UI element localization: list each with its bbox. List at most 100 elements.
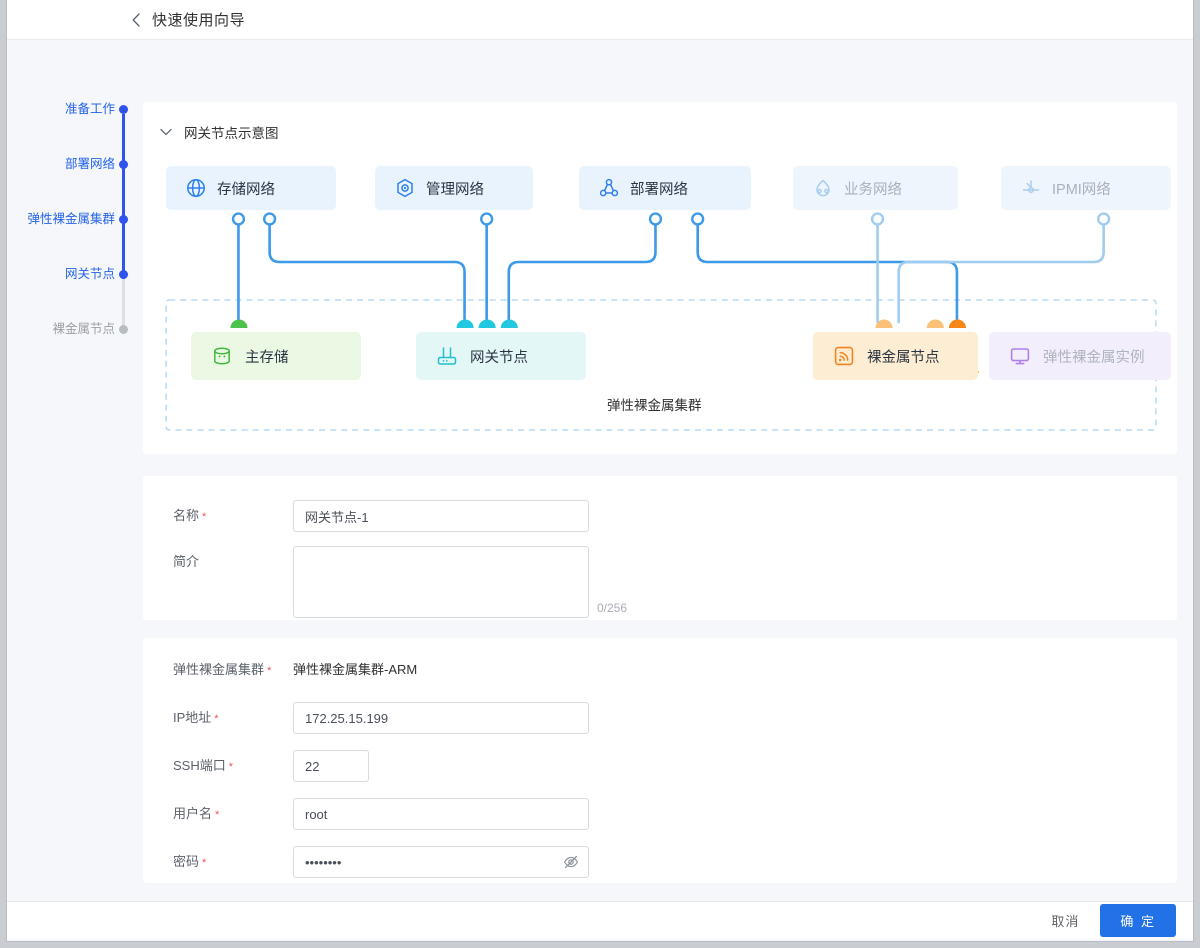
network-label: 业务网络 [844,181,902,198]
ssh-port-input[interactable] [293,750,369,782]
cluster-label: 弹性裸金属集群* [143,654,293,687]
network-label: 部署网络 [630,181,688,198]
field-row-username: 用户名* [143,798,589,831]
monitor-icon [1010,348,1030,365]
step-dot [119,105,128,114]
signal-icon [834,346,854,366]
node-card-gateway[interactable]: 网关节点 [416,332,586,380]
ipmi-icon [1022,180,1040,194]
password-wrap [293,846,589,878]
network-label: IPMI网络 [1052,181,1111,198]
field-row-password: 密码* [143,846,589,879]
node-card-primary-storage[interactable]: 主存储 [191,332,361,380]
step-connector-line [122,279,125,334]
password-label-text: 密码 [173,854,200,869]
wizard-window: 快速使用向导 准备工作 部署网络 弹性裸金属集群 网关节点 [6,0,1194,942]
username-input[interactable] [293,798,589,830]
node-label: 裸金属节点 [867,349,940,366]
page-title: 快速使用向导 [152,12,246,29]
step-label: 部署网络 [64,157,115,171]
name-label-text: 名称 [173,508,200,523]
network-label: 存储网络 [217,181,275,198]
ssh-port-label-text: SSH端口 [173,758,226,773]
topology-title: 网关节点示意图 [184,126,279,141]
network-card-storage[interactable]: 存储网络 [166,166,336,210]
node-label: 主存储 [245,349,289,366]
ip-label-text: IP地址 [173,710,212,725]
required-mark: * [267,665,272,677]
topology-collapse-header[interactable]: 网关节点示意图 [143,102,1177,142]
step-label: 裸金属节点 [52,322,115,336]
description-wrap: 0/256 [293,546,627,618]
step-label: 准备工作 [64,102,115,116]
required-mark: * [228,761,234,773]
step-connector-line [122,224,125,279]
field-row-ssh-port: SSH端口* [143,750,369,783]
step-dot [119,160,128,169]
required-mark: * [215,809,220,821]
step-dot [119,325,128,334]
cancel-button[interactable]: 取消 [1047,906,1083,935]
ip-address-input[interactable] [293,702,589,734]
required-mark: * [214,713,219,725]
page-header: 快速使用向导 [7,0,1193,40]
node-label: 弹性裸金属实例 [1043,349,1145,366]
basic-info-card: 名称* 简介 0/256 [143,476,1177,620]
hexagon-target-icon [397,178,413,198]
description-textarea[interactable] [293,546,589,618]
network-card-ipmi[interactable]: IPMI网络 [1001,166,1171,210]
description-label: 简介 [143,546,293,578]
database-icon [214,347,230,365]
sidebar-step-3[interactable]: 网关节点 [7,267,137,334]
ip-label: IP地址* [143,702,293,735]
description-label-text: 简介 [173,554,200,569]
main-column: 网关节点示意图 [137,40,1193,901]
sidebar-step-1[interactable]: 部署网络 [7,157,137,224]
sidebar-step-0[interactable]: 准备工作 [7,102,137,169]
node-label: 网关节点 [470,349,528,366]
node-port-anchors [230,319,966,328]
description-counter: 0/256 [597,601,628,615]
step-dot [119,270,128,279]
service-icon [816,179,830,197]
field-row-cluster: 弹性裸金属集群* 弹性裸金属集群-ARM [143,654,417,687]
field-row-ip: IP地址* [143,702,589,735]
cluster-caption: 弹性裸金属集群 [607,398,702,413]
field-row-name: 名称* [143,500,589,533]
username-label: 用户名* [143,798,293,831]
password-label: 密码* [143,846,293,879]
topology-card: 网关节点示意图 [143,102,1177,454]
share-nodes-icon [599,178,619,197]
connection-card: 弹性裸金属集群* 弹性裸金属集群-ARM IP地址* SSH端口* [143,638,1177,883]
eye-off-icon[interactable] [563,854,579,870]
cluster-value: 弹性裸金属集群-ARM [293,662,418,677]
required-mark: * [202,511,207,523]
step-dot [119,215,128,224]
sidebar-step-4[interactable]: 裸金属节点 [7,322,137,377]
globe-icon [187,179,205,197]
node-card-bare-metal-instance[interactable]: 弹性裸金属实例 [989,332,1171,380]
ssh-port-label: SSH端口* [143,750,293,783]
sidebar-step-2[interactable]: 弹性裸金属集群 [7,212,137,279]
back-button[interactable]: 快速使用向导 [131,9,245,30]
topology-links-muted [876,220,1105,324]
name-label: 名称* [143,500,293,533]
step-connector-line [122,169,125,224]
network-card-service[interactable]: 业务网络 [793,166,958,210]
node-card-bare-metal[interactable]: 裸金属节点 [813,332,978,380]
cluster-label-text: 弹性裸金属集群 [173,662,265,677]
network-label: 管理网络 [426,181,484,198]
network-card-deploy[interactable]: 部署网络 [579,166,751,210]
step-connector-line [122,114,125,169]
page-body: 准备工作 部署网络 弹性裸金属集群 网关节点 裸金属节点 [7,40,1193,901]
chevron-left-icon [132,12,140,27]
step-label: 网关节点 [64,267,115,281]
network-card-management[interactable]: 管理网络 [375,166,533,210]
page-footer: 取消 确 定 [7,901,1193,939]
required-mark: * [202,857,207,869]
step-label: 弹性裸金属集群 [27,212,115,226]
name-input[interactable] [293,500,589,532]
password-input[interactable] [293,846,589,878]
confirm-button[interactable]: 确 定 [1100,904,1176,937]
topology-links [237,220,959,324]
